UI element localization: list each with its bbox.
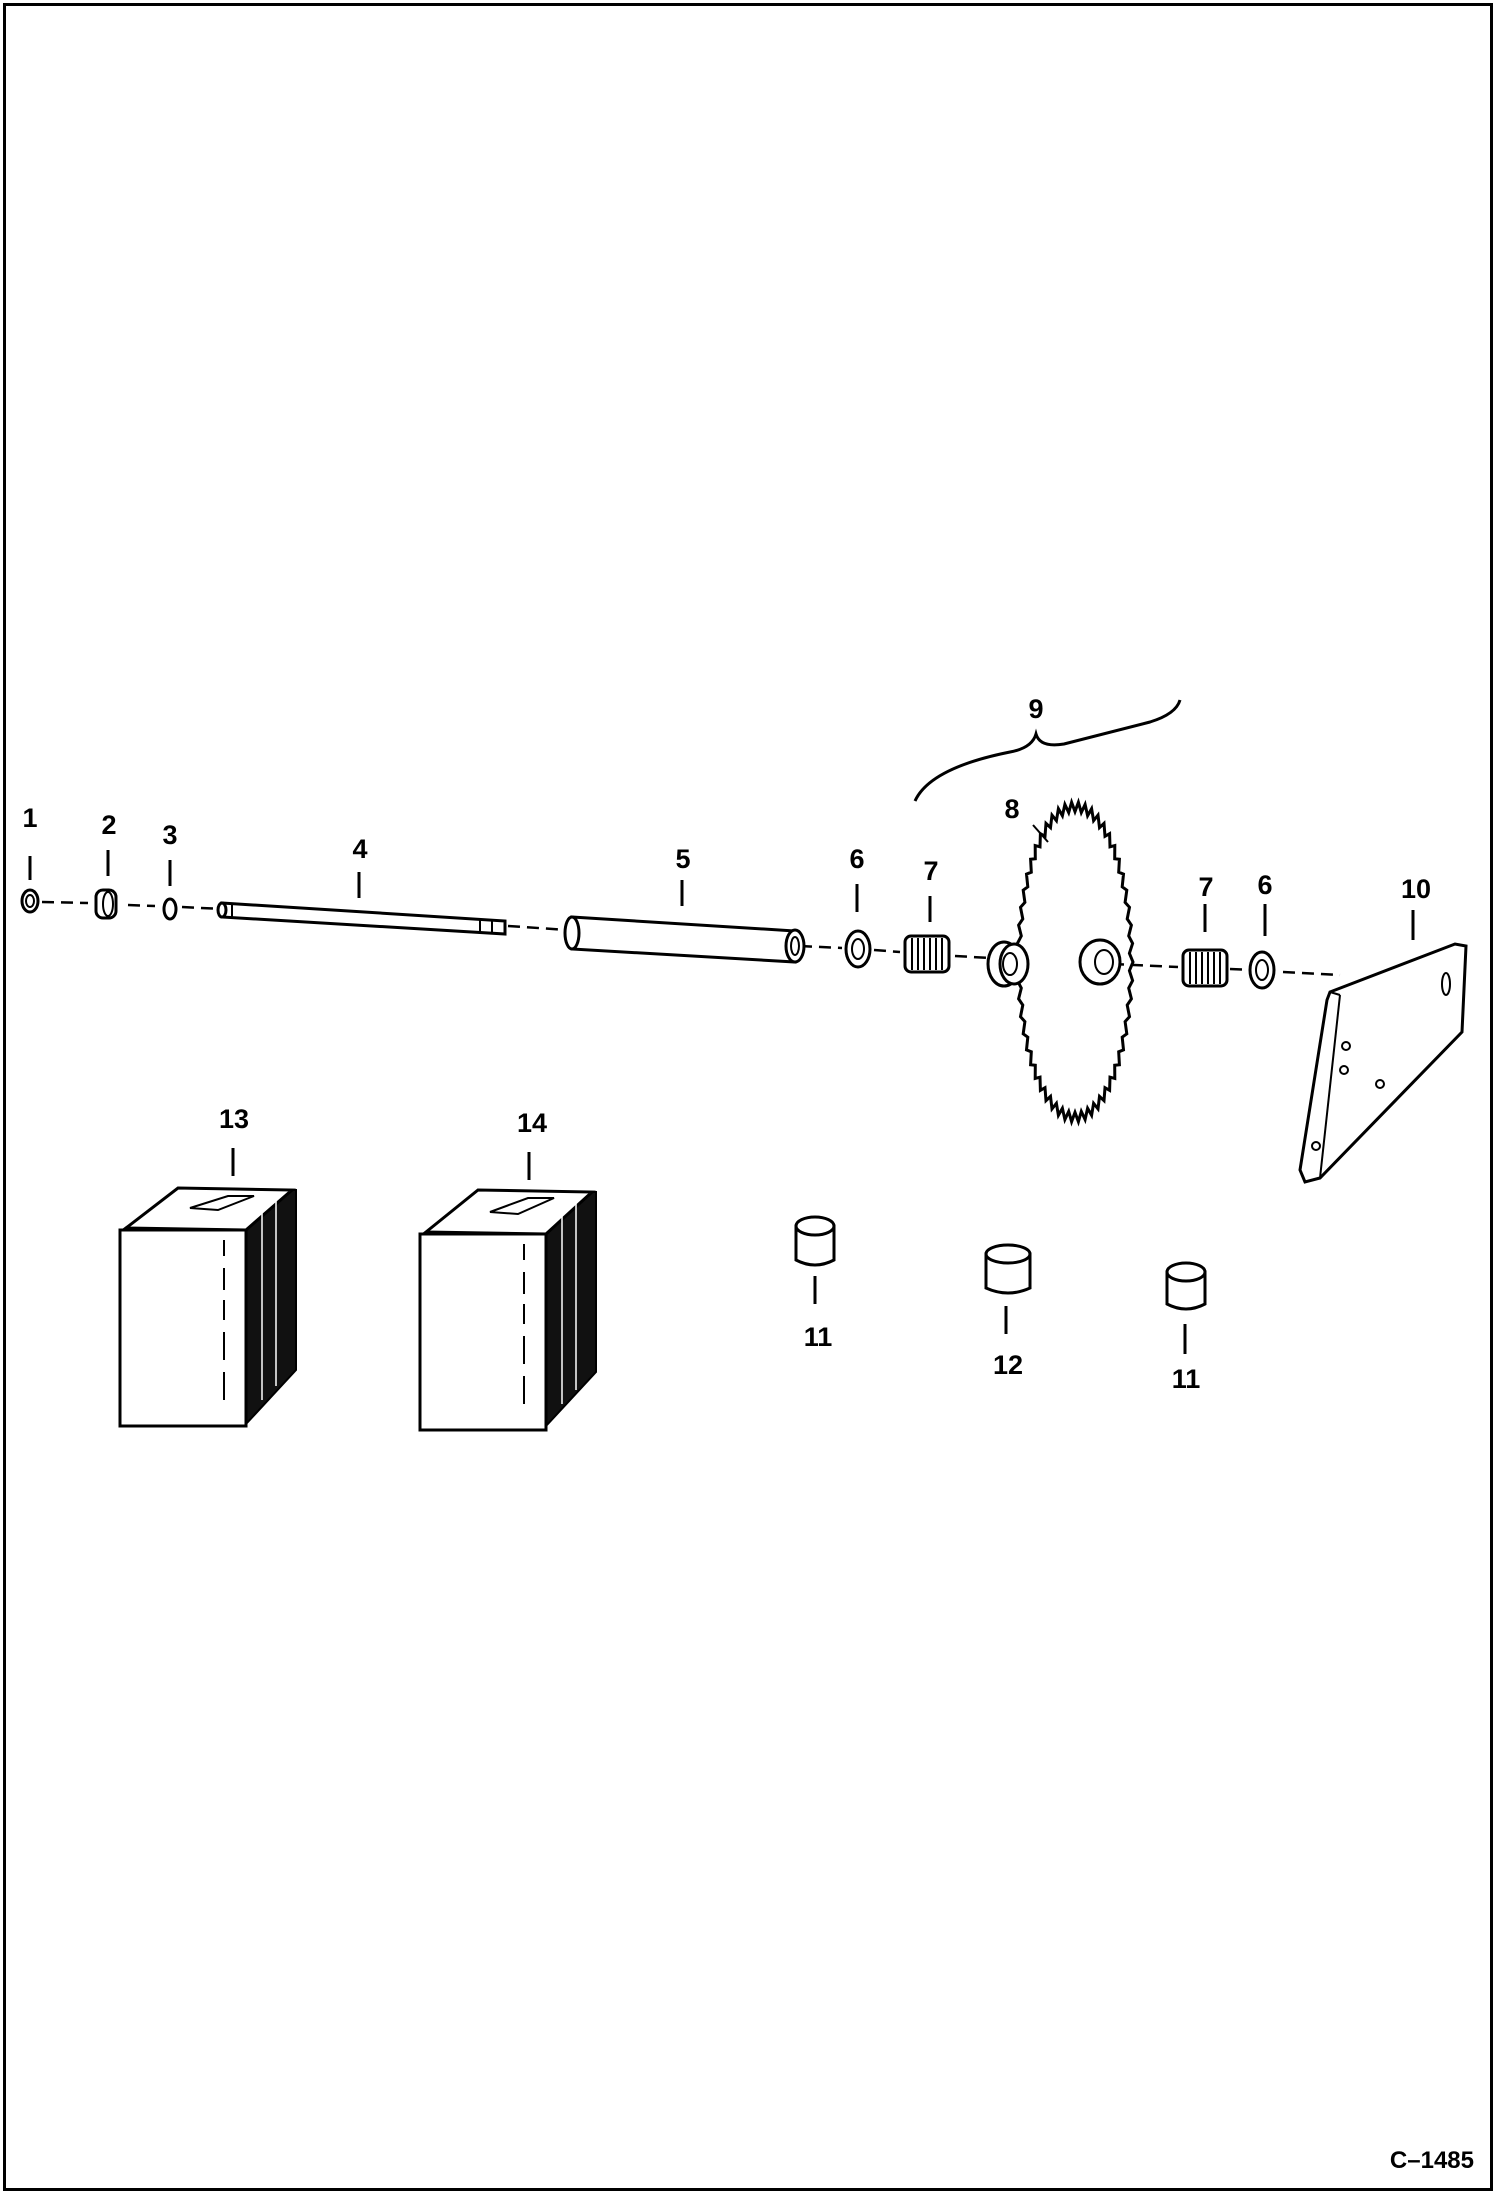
callout-8: 8 xyxy=(1004,794,1019,824)
figure-reference: C–1485 xyxy=(1390,2147,1474,2174)
leader-lines xyxy=(28,699,1415,1354)
part-6-spacer-right xyxy=(1248,950,1276,990)
callout-4: 4 xyxy=(352,834,367,864)
part-4-shaft xyxy=(216,901,507,936)
part-13-weight-block xyxy=(118,1186,297,1428)
callout-6: 6 xyxy=(849,844,864,874)
page-border xyxy=(3,3,1493,2191)
callout-10: 10 xyxy=(1401,874,1431,904)
callout-9: 9 xyxy=(1028,694,1043,724)
part-7-bearing-left xyxy=(903,934,951,974)
part-10-mounting-plate xyxy=(1298,942,1468,1184)
part-14-weight-block xyxy=(418,1188,597,1432)
assembly-axis xyxy=(41,900,1341,977)
part-6-spacer-left xyxy=(844,929,872,969)
part-8-sprocket xyxy=(986,797,1135,1127)
callout-labels: 1 2 3 4 5 6 7 8 9 7 6 10 13 14 11 12 11 xyxy=(22,694,1431,1394)
part-7-bearing-right xyxy=(1181,948,1229,988)
callout-5: 5 xyxy=(675,844,690,874)
callout-13: 13 xyxy=(219,1104,249,1134)
part-1-nut xyxy=(20,888,40,914)
callout-12: 12 xyxy=(993,1350,1023,1380)
part-3-washer xyxy=(162,897,178,921)
part-11-bushing-right xyxy=(1165,1261,1207,1311)
part-5-tube xyxy=(563,915,806,964)
part-2-bushing xyxy=(94,888,118,920)
part-12-bushing xyxy=(984,1243,1032,1295)
callout-3: 3 xyxy=(162,820,177,850)
callout-7-right: 7 xyxy=(1198,872,1213,902)
part-11-bushing-left xyxy=(794,1215,836,1267)
callout-14: 14 xyxy=(517,1108,547,1138)
callout-11-right: 11 xyxy=(1172,1364,1201,1394)
callout-7: 7 xyxy=(923,856,938,886)
callout-6-right: 6 xyxy=(1257,870,1272,900)
callout-2: 2 xyxy=(101,810,116,840)
callout-1: 1 xyxy=(22,803,37,833)
callout-11: 11 xyxy=(804,1322,833,1352)
